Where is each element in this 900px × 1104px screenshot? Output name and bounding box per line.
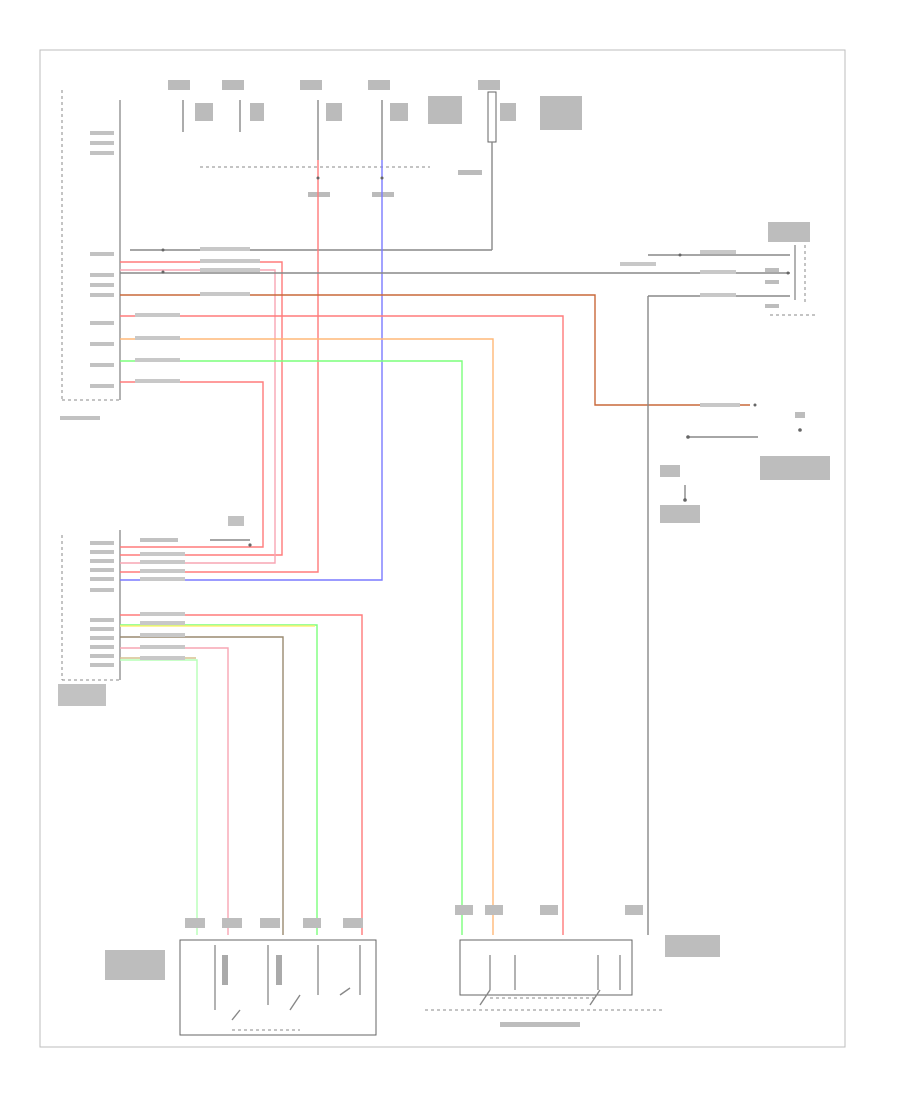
bottom-right-switch-assembly <box>425 905 720 1027</box>
wire-labels <box>135 247 740 660</box>
blue-wire-fuse-4 <box>120 160 383 581</box>
pink-wire-pin-270 <box>120 269 276 564</box>
red-wire-lower-1 <box>120 614 363 935</box>
red-wire-fuse-3 <box>120 160 319 573</box>
right-connector <box>765 222 815 316</box>
green-wire-lower-2 <box>120 624 318 935</box>
brown-wire-lower-3 <box>120 636 284 935</box>
bottom-left-switch-assembly <box>105 918 377 1036</box>
relay-block <box>487 91 497 143</box>
lower-module-pin-labels <box>58 541 114 706</box>
lower-left-module <box>58 530 121 706</box>
orange-wire-to-switch <box>120 338 494 935</box>
red-wire-to-switch <box>120 315 564 935</box>
right-sensor <box>660 412 830 523</box>
module-pin-labels <box>60 131 114 420</box>
switch-contacts <box>231 987 351 1021</box>
diagram-border <box>39 49 846 1048</box>
brown-orange-wire-to-sensor <box>120 294 750 406</box>
red-wire-pin-262 <box>120 261 283 556</box>
green-wire-to-switch <box>120 360 463 935</box>
fuse-labels <box>168 80 582 197</box>
junction-dots <box>161 176 790 407</box>
red-wire-loop <box>120 381 264 548</box>
light-green-wire-lower-5 <box>120 659 198 935</box>
pink-wire-lower-4 <box>120 647 229 935</box>
switch-housing <box>179 939 377 1036</box>
upper-left-module <box>60 90 121 420</box>
selector-switch-housing <box>459 939 633 996</box>
fuse-section <box>130 80 582 251</box>
